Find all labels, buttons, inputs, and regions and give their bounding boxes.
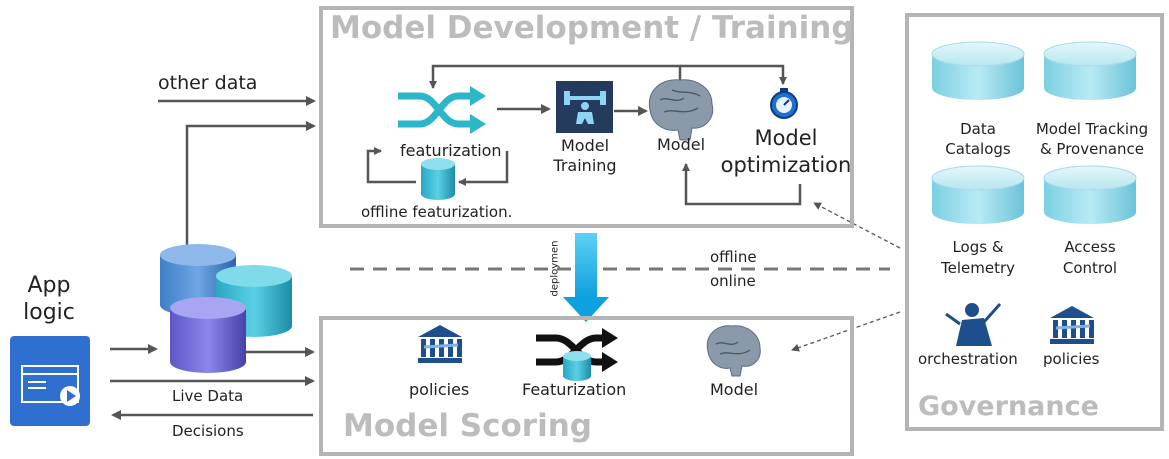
training-frame-title: Model Development / Training (330, 10, 854, 46)
offline-feat-loop-right-arrow (458, 151, 509, 186)
feedback-loop-arrow (429, 64, 682, 89)
logs-database-icon (931, 165, 1025, 224)
app-window-icon (10, 336, 90, 426)
model-to-optimization-arrow (680, 64, 787, 85)
weightlifter-icon (556, 81, 613, 133)
deployment-label: deploymen (549, 240, 561, 297)
logs-telemetry-label: Logs & Telemetry (940, 238, 1015, 277)
online-label: online (710, 272, 756, 290)
orchestration-label: orchestration (918, 350, 1018, 368)
live-data-to-training-arrow (185, 121, 316, 248)
training-frame (319, 6, 854, 228)
database-icon (421, 158, 455, 200)
scoring-featurization-label: Featurization (522, 380, 627, 399)
brain-icon (648, 79, 714, 141)
stopwatch-icon (770, 88, 798, 119)
other-data-label: other data (158, 72, 258, 94)
governance-to-training-arrow (813, 202, 901, 249)
scoring-model-label: Model (710, 380, 759, 399)
offline-feat-loop-left-arrow (366, 147, 416, 184)
deployment-arrow (563, 233, 609, 322)
offline-featurization-label: offline featurization. (361, 203, 513, 221)
model-tracking-label: Model Tracking & Provenance (1035, 120, 1149, 158)
bank-icon (1050, 306, 1094, 344)
model-tracking-database-icon (1043, 41, 1137, 100)
live-data-label: Live Data (172, 387, 244, 405)
optimization-loop-arrow (682, 163, 802, 206)
brain-icon (706, 325, 761, 377)
bank-icon (418, 325, 462, 363)
featurization-label: featurization (400, 141, 502, 160)
governance-frame (905, 13, 1164, 431)
training-model-label: Model (657, 135, 706, 154)
data-catalogs-database-icon (931, 41, 1025, 100)
data-catalogs-label: Data Catalogs (945, 120, 1011, 158)
live-data-database-icon (170, 297, 246, 373)
conductor-icon (945, 303, 1002, 346)
model-training-label: Model Training (553, 136, 617, 175)
decisions-label: Decisions (172, 422, 244, 440)
access-control-database-icon (1043, 165, 1137, 224)
scoring-policies-label: policies (409, 380, 470, 399)
scoring-frame (319, 316, 854, 456)
offline-label: offline (710, 248, 757, 266)
shuffle-icon (398, 86, 486, 134)
access-control-label: Access Control (1062, 238, 1118, 277)
model-optimization-label: Model optimization (720, 126, 852, 177)
governance-frame-title: Governance (918, 391, 1099, 422)
app-logic-label: App logic (23, 273, 75, 325)
shuffle-icon (536, 328, 618, 372)
database-icon (563, 351, 591, 381)
governance-to-scoring-arrow (791, 311, 901, 352)
governance-policies-label: policies (1043, 350, 1100, 368)
scoring-frame-title: Model Scoring (343, 408, 592, 444)
